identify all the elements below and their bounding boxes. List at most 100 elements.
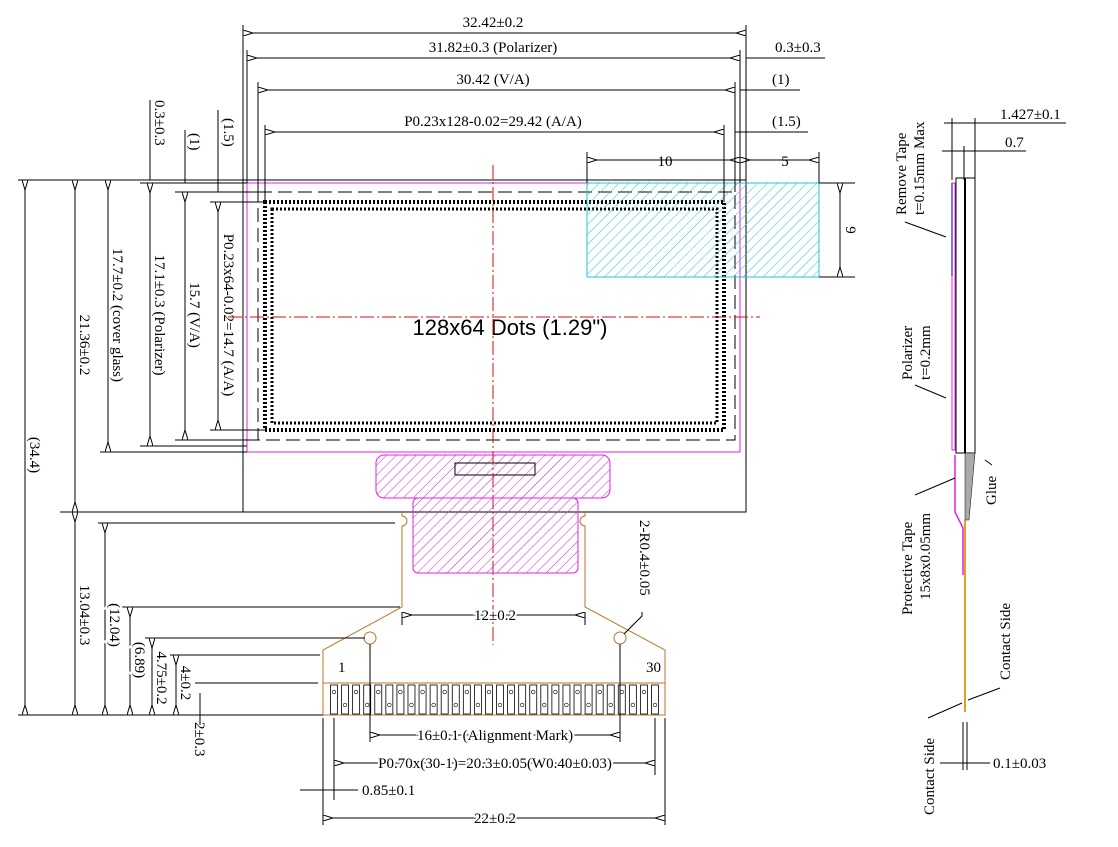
pin-first: 1 (338, 660, 346, 676)
contact-pad (540, 684, 549, 715)
pin-last: 30 (646, 660, 661, 676)
active-area-outer (263, 200, 726, 432)
viewing-area (257, 191, 736, 441)
contact-pad (429, 684, 438, 715)
label-polarizer-thickness: t=0.2mm (918, 325, 934, 380)
contact-pad (396, 684, 405, 715)
contact-via (475, 702, 480, 708)
contact-via (531, 689, 536, 695)
contact-pad (462, 684, 471, 715)
contact-via (342, 702, 348, 708)
contact-via (376, 689, 381, 695)
contact-via (486, 689, 492, 695)
contact-via (497, 702, 503, 708)
contact-via (520, 702, 525, 708)
contact-pad (352, 684, 361, 715)
active-area-inner (270, 207, 719, 425)
contact-pad (518, 684, 527, 715)
dim-fpc-h5: 4±0.2 (177, 666, 193, 700)
dim-polarizer-width: 31.82±0.3 (Polarizer) (429, 40, 558, 56)
label-protective-tape: Protective Tape (900, 521, 916, 615)
label-contact-side-1: Contact Side (998, 603, 1014, 680)
contact-via (564, 702, 569, 708)
ic-mark (454, 462, 536, 476)
dim-top-3: (1.5) (220, 118, 236, 147)
contact-via (641, 689, 647, 695)
contact-via (354, 689, 359, 695)
contact-pad (562, 684, 571, 715)
contact-pad (451, 684, 460, 715)
alignment-hole-left (363, 631, 377, 645)
contact-via (387, 702, 392, 708)
dim-fpc-neck: 12±0.2 (474, 608, 516, 624)
dim-aa-width: P0.23x128-0.02=29.42 (A/A) (404, 114, 582, 130)
contact-via (398, 689, 403, 695)
contact-pad (496, 684, 504, 715)
dim-fpc-h2: (12.04) (106, 603, 122, 647)
contact-pad (617, 684, 626, 715)
contact-pad (507, 684, 516, 715)
label-glue: Glue (984, 476, 1000, 506)
contact-pad (529, 684, 538, 715)
contact-via (652, 702, 658, 708)
contact-pad (418, 684, 427, 715)
dim-side-glass: 0.7 (1005, 135, 1024, 151)
contact-via (619, 689, 624, 695)
contact-pad (640, 684, 648, 715)
dim-right-2: (1) (772, 72, 790, 88)
side-polarizer (951, 182, 956, 451)
contact-via (553, 689, 558, 695)
contact-pad (485, 684, 493, 715)
contact-pad (651, 684, 659, 715)
contact-pad (584, 684, 593, 715)
contact-pad (330, 684, 338, 715)
contact-pad (341, 684, 349, 715)
top-dimensions: 32.42±0.2 31.82±0.3 (Polarizer) 30.42 (V… (242, 15, 858, 278)
contact-via (420, 689, 425, 695)
fpc-outline (322, 512, 666, 716)
dim-va-height: 15.7 (V/A) (186, 282, 202, 348)
dim-right-3: (1.5) (772, 114, 801, 130)
contact-via (365, 702, 370, 708)
contact-via (509, 689, 514, 695)
dim-alignment: 16±0.1 (Alignment Mark) (417, 728, 573, 744)
dim-pitch: P0.70x(30-1)=20.3±0.05(W0.40±0.03) (378, 756, 612, 772)
dim-fpc-width: 22±0.2 (474, 811, 516, 827)
dim-aa-height: P0.23x64-0.02=14.7 (A/A) (220, 234, 236, 397)
dim-side-thickness: 1.427±0.1 (1000, 107, 1061, 123)
front-view: 128x64 Dots (1.29") (228, 165, 820, 645)
fpc-dimensions: 13.04±0.3 (12.04) (6.89) 4.75±0.2 4±0.2 … (18, 520, 666, 829)
contact-via (597, 689, 602, 695)
left-dimensions: (34.4) 21.36±0.2 17.7±0.2 (cover glass) … (18, 100, 265, 705)
contact-via (608, 702, 613, 708)
dim-va-width: 30.42 (V/A) (456, 72, 529, 88)
contact-via (409, 702, 414, 708)
contact-pad (628, 684, 637, 715)
dim-edge: 0.85±0.1 (362, 783, 415, 799)
dim-fpc-thickness: 0.1±0.03 (993, 756, 1046, 772)
stiffener (412, 497, 579, 574)
dim-glass-height: 21.36±0.2 (76, 315, 92, 376)
contact-pad (573, 684, 582, 715)
contact-via (630, 702, 635, 708)
side-glue (964, 452, 976, 521)
dim-cover-height: 17.7±0.2 (cover glass) (109, 248, 125, 382)
dim-fpc-h1: 13.04±0.3 (76, 585, 92, 646)
contact-pad (606, 684, 615, 715)
label-protective-tape-size: 15x8x0.05mm (918, 513, 934, 600)
side-view: 1.427±0.1 0.7 0.1±0.03 Remove Tape t=0.1… (894, 107, 1066, 815)
dim-right-1: 0.3±0.3 (775, 40, 821, 56)
dim-fpc-h4: 4.75±0.2 (153, 651, 169, 704)
dim-tape-width: 10 (658, 154, 673, 170)
contact-pad (440, 684, 449, 715)
display-title: 128x64 Dots (1.29") (413, 315, 608, 340)
dim-radius: 2-R0.4±0.05 (636, 520, 652, 596)
contact-pad (374, 684, 383, 715)
contact-via (575, 689, 580, 695)
contact-via (464, 689, 469, 695)
contact-pads (330, 684, 659, 715)
remove-tape (586, 182, 820, 278)
dim-total-height: (34.4) (26, 437, 42, 473)
contact-pad (407, 684, 416, 715)
dim-fpc-h6: 2±0.3 (191, 722, 207, 756)
